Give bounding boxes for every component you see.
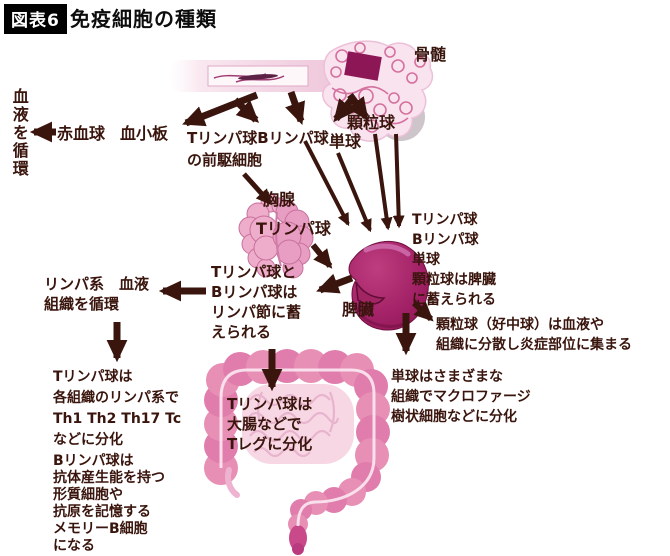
trabecular-mesh (330, 42, 426, 133)
rbc-label: 赤血球 (57, 124, 106, 143)
precursor-label: Tリンパ球Bリンパ球 の前駆細胞 (187, 129, 329, 169)
arrow-marrow-to-rbc (182, 91, 259, 127)
treg-note: Tリンパ球は 大腸などで Tレグに分化 (227, 395, 313, 453)
arrow-marrow-to-precursor (232, 97, 260, 123)
thymus-label: 胸腺 (263, 190, 296, 209)
rectum (289, 525, 307, 551)
arrow-monocyte-to-spleen (336, 152, 372, 233)
lymph-circulation-note: リンパ系 血液 組織を循環 (44, 275, 150, 313)
arrow-spleen-to-neutrophil-note (411, 300, 434, 322)
arrow-granulocyte-to-spleen-1 (373, 133, 393, 231)
figure-title: 免疫細胞の種類 (70, 7, 217, 31)
arrow-marrow-to-granulocyte (346, 92, 369, 121)
arrow-granulocyte-to-spleen-2 (392, 133, 405, 229)
bone-marrow-label: 骨髄 (414, 45, 447, 64)
arrow-b-cell-to-spleen (303, 140, 350, 227)
colon-highlight (219, 368, 376, 527)
monocyte-differentiation-note: 単球はさまざまな 組織でマクロファージ 樹状細胞などに分化 (391, 369, 531, 425)
arrow-precursor-to-thymus (242, 172, 273, 206)
flow-arrows (29, 90, 434, 392)
granulocyte-label: 顆粒球 (347, 113, 396, 132)
t-cell-differentiation-note: Tリンパ球は 各組織のリンパ系で Th1 Th2 Th17 Tc などに分化 (53, 369, 182, 448)
monocyte-label: 単球 (329, 132, 362, 151)
spleen-label: 脾臓 (342, 300, 375, 319)
arrow-marrow-to-b-cell (285, 90, 305, 125)
figure-badge: 図表6 (4, 4, 67, 34)
neutrophil-note: 顆粒球（好中球）は血液や 組織に分散し炎症部位に集まる (436, 317, 632, 353)
platelet-label: 血小板 (120, 124, 169, 143)
lymph-node-storage-note: Tリンパ球と Bリンパ球は リンパ節に蓄 えられる (211, 263, 302, 341)
spleen-storage-note: Tリンパ球 Bリンパ球 単球 顆粒球は脾臓 に蓄えられる (412, 212, 496, 308)
b-cell-differentiation-note: Bリンパ球は 抗体産生能を持つ 形質細胞や 抗原を記憶する メモリーB細胞 にな… (53, 453, 165, 554)
circulate-blood-note: 血液を循環 (9, 88, 29, 178)
thymus-t-cell-label: Tリンパ球 (256, 219, 331, 238)
marrow-core (344, 51, 382, 81)
arrow-thymus-to-spleen (310, 243, 333, 269)
appendix (225, 467, 240, 498)
arrow-spleen-to-lymph-node-note (316, 273, 354, 294)
intestine-illustration (204, 349, 390, 555)
